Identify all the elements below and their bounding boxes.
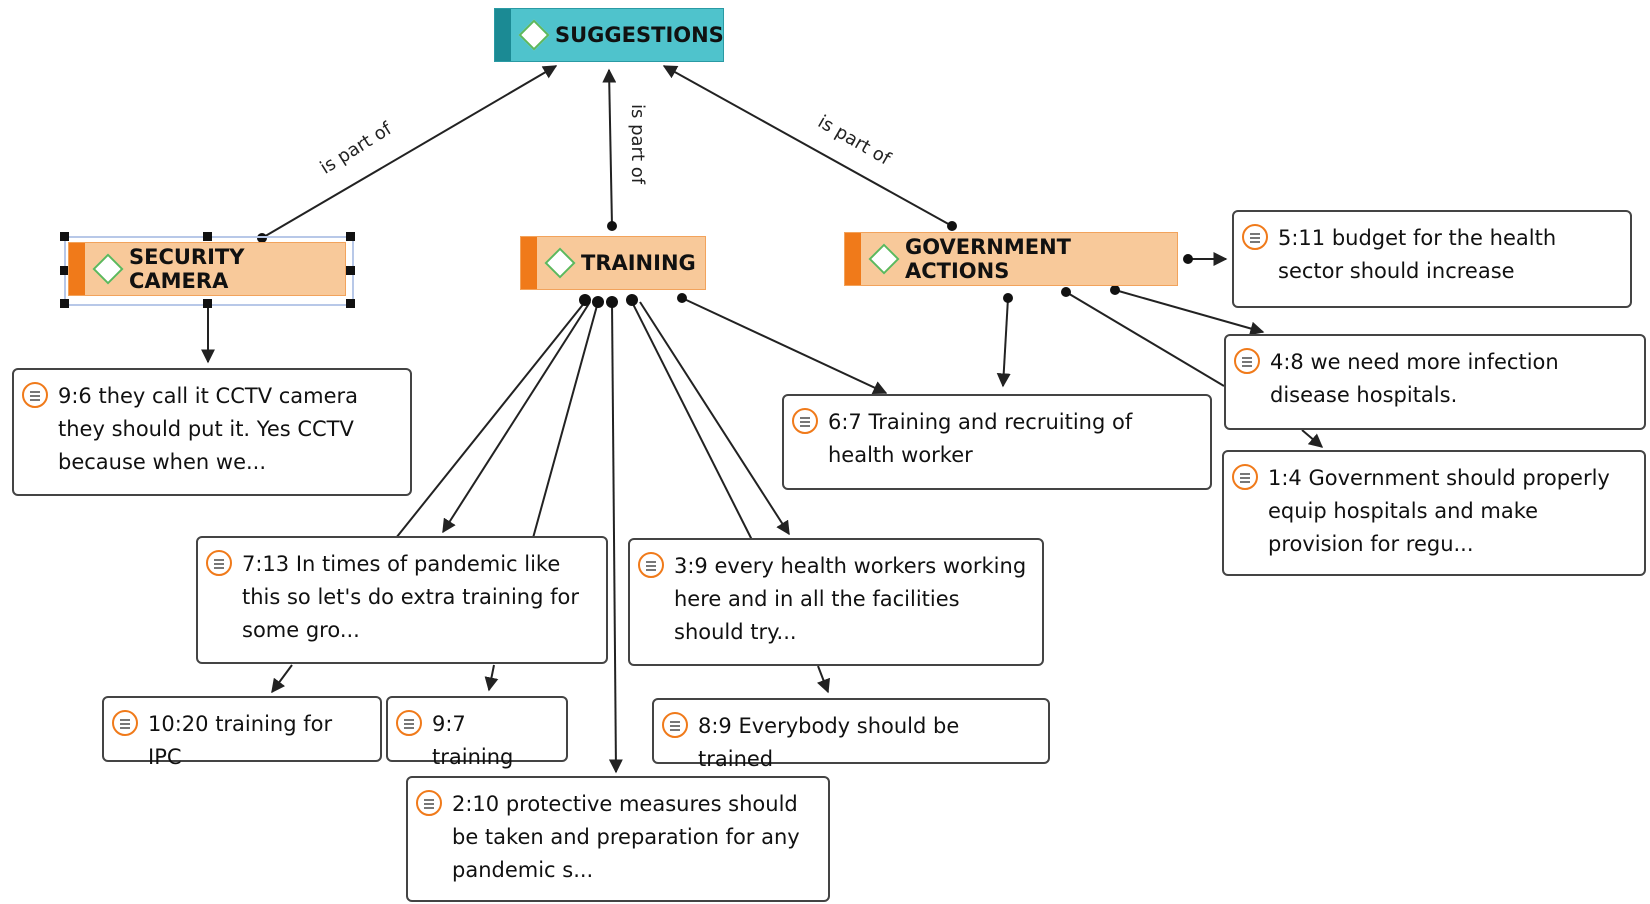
code-label: TRAINING [581,251,696,275]
code-label: SECURITY CAMERA [129,245,245,293]
code-diamond-icon [544,247,576,279]
quotation-document-icon [638,552,664,578]
link-security-to-suggestions [261,65,558,239]
resize-handle[interactable] [203,299,212,308]
code-color-bar [521,237,537,289]
resize-handle[interactable] [60,299,69,308]
link-training-to-q-2-10 [608,301,623,774]
quotation-3-9[interactable]: 3:9 every health workers working here an… [628,538,1044,666]
code-diamond-icon [92,253,124,285]
quotation-text: 2:10 protective measures should be taken… [452,792,800,882]
link-government-to-q-1-4 [1065,291,1225,387]
quotation-9-6[interactable]: 9:6 they call it CCTV camera they should… [12,368,412,496]
code-color-bar [495,9,511,61]
quotation-document-icon [22,382,48,408]
quotation-document-icon [416,790,442,816]
quotation-document-icon [662,712,688,738]
code-security-camera[interactable]: SECURITY CAMERA [68,242,346,296]
quotation-document-icon [1242,224,1268,250]
link-training-to-q-3-9b [639,301,790,536]
link-q-7-13-to-q-10-20 [271,664,293,694]
quotation-text: 4:8 we need more infection disease hospi… [1270,350,1559,407]
quotation-4-8[interactable]: 4:8 we need more infection disease hospi… [1224,334,1646,430]
link-q-7-13-to-q-9-7 [484,664,499,692]
quotation-1-4[interactable]: 1:4 Government should properly equip hos… [1222,450,1646,576]
link-training-to-suggestions [602,68,617,227]
resize-handle[interactable] [203,232,212,241]
quotation-text: 3:9 every health workers working here an… [674,554,1027,644]
link-training-to-q-7-13 [395,301,586,539]
quotation-text: 8:9 Everybody should be trained [698,714,960,771]
code-diamond-icon [518,19,550,51]
code-label: GOVERNMENT ACTIONS [905,235,1072,283]
link-government-to-suggestions [662,65,953,227]
quotation-document-icon [792,408,818,434]
quotation-text: 7:13 In times of pandemic like this so l… [242,552,579,642]
quotation-2-10[interactable]: 2:10 protective measures should be taken… [406,776,830,902]
code-diamond-icon [868,243,900,275]
resize-handle[interactable] [60,266,69,275]
quotation-10-20[interactable]: 10:20 training for IPC [102,696,382,769]
quotation-9-7[interactable]: 9:7 training [386,696,568,769]
quotation-document-icon [1234,348,1260,374]
code-training[interactable]: TRAINING [520,236,706,290]
link-training-to-q-3-9 [631,301,753,541]
quotation-text: 6:7 Training and recruiting of health wo… [828,410,1133,467]
quotation-5-11[interactable]: 5:11 budget for the health sector should… [1232,210,1632,308]
code-color-bar [845,233,861,285]
quotation-document-icon [206,550,232,576]
code-suggestions[interactable]: SUGGESTIONS [494,8,724,62]
code-color-bar [69,243,85,295]
link-q-4-8-to-q-1-4 [1301,429,1324,448]
quotation-8-9[interactable]: 8:9 Everybody should be trained [652,698,1050,771]
resize-handle[interactable] [60,232,69,241]
quotation-text: 5:11 budget for the health sector should… [1278,226,1557,283]
link-training-to-q-7-13c [532,301,599,539]
quotation-6-7[interactable]: 6:7 Training and recruiting of health wo… [782,394,1212,490]
quotation-text: 9:7 training [432,712,514,769]
quotation-text: 10:20 training for IPC [148,712,333,769]
relation-label-middle: is part of [627,104,648,185]
resize-handle[interactable] [346,232,355,241]
quotation-7-13[interactable]: 7:13 In times of pandemic like this so l… [196,536,608,664]
quotation-document-icon [1232,464,1258,490]
link-government-to-q-4-8 [1114,289,1265,336]
code-label: SUGGESTIONS [555,23,724,47]
resize-handle[interactable] [346,299,355,308]
resize-handle[interactable] [346,266,355,275]
link-q-3-9-to-q-8-9 [816,665,831,694]
quotation-document-icon [112,710,138,736]
quotation-document-icon [396,710,422,736]
code-government-actions[interactable]: GOVERNMENT ACTIONS [844,232,1178,286]
quotation-text: 9:6 they call it CCTV camera they should… [58,384,359,474]
quotation-text: 1:4 Government should properly equip hos… [1268,466,1610,556]
link-government-to-q-6-7 [996,297,1011,388]
link-training-to-q-6-7 [681,297,888,395]
link-training-to-q-7-13b [442,301,591,534]
